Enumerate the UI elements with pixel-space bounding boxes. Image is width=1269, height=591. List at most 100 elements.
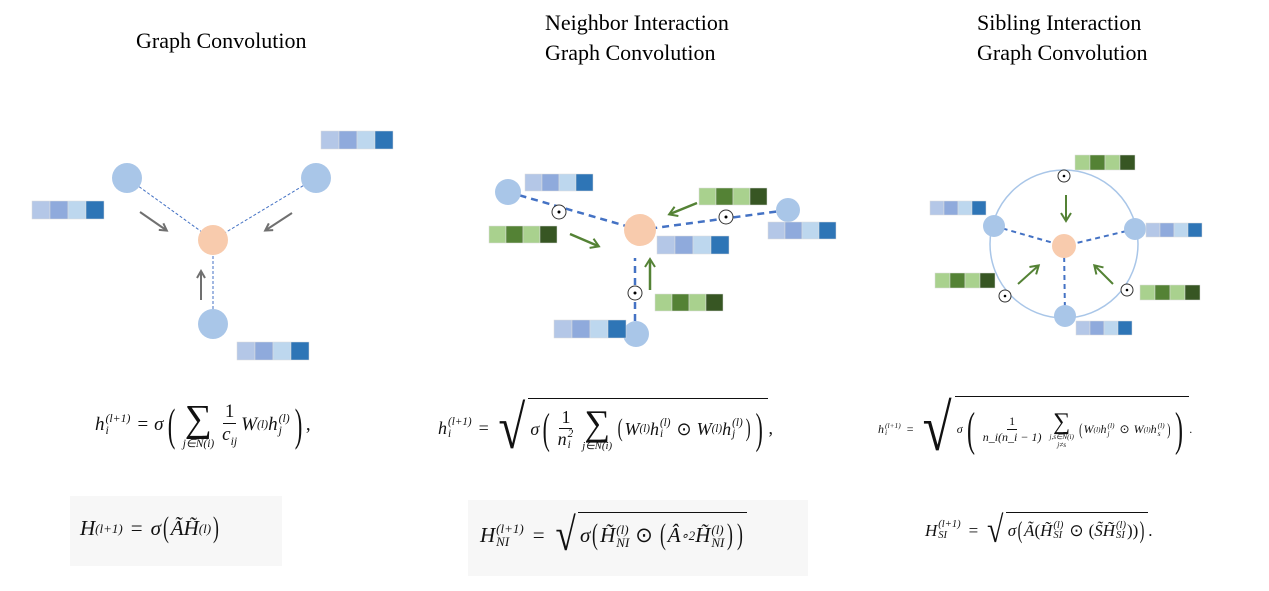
vector-cell [1187, 222, 1203, 238]
edge [639, 208, 789, 232]
blue-feature-vector [524, 173, 594, 192]
center-node [198, 225, 228, 255]
green-feature-vector [654, 293, 724, 312]
green-feature-vector [1139, 284, 1201, 301]
vector-cell [1089, 320, 1105, 336]
vector-cell [1184, 284, 1201, 301]
vector-cell [1104, 154, 1121, 171]
vector-cell [654, 293, 673, 312]
green-feature-vector [934, 272, 996, 289]
edge [993, 225, 1065, 247]
vector-cell [541, 173, 560, 192]
panel-neighbor-interaction [495, 179, 800, 347]
vector-cell [49, 200, 69, 220]
neighbor-node [495, 179, 521, 205]
vector-cell [688, 293, 707, 312]
hadamard-product-icon [551, 204, 567, 220]
blue-feature-vector [320, 130, 394, 150]
center-node [624, 214, 656, 246]
vector-cell [320, 130, 340, 150]
formula-box [70, 496, 282, 566]
vector-cell [1117, 320, 1133, 336]
vector-cell [656, 235, 676, 255]
vector-cell [732, 187, 751, 206]
blue-feature-vector [236, 341, 310, 361]
vector-cell [571, 319, 591, 339]
vector-cell [356, 130, 376, 150]
vector-cell [254, 341, 274, 361]
neighbor-node [198, 309, 228, 339]
green-arrow-icon [1017, 264, 1041, 285]
vector-cell [1139, 284, 1156, 301]
blue-feature-vector [767, 221, 837, 240]
neighbor-node [301, 163, 331, 193]
edge [212, 177, 317, 241]
vector-cell [272, 341, 292, 361]
vector-cell [1145, 222, 1161, 238]
vector-cell [692, 235, 712, 255]
vector-cell [539, 225, 558, 244]
vector-cell [488, 225, 507, 244]
vector-cell [1169, 284, 1186, 301]
title-line: Graph Convolution [545, 40, 716, 65]
neighbor-node [1054, 305, 1076, 327]
hadamard-product-icon [627, 285, 643, 301]
vector-cell [1119, 154, 1136, 171]
vector-cell [236, 341, 256, 361]
vector-cell [1103, 320, 1119, 336]
panel-graph-convolution [112, 163, 331, 339]
green-feature-vector [488, 225, 558, 244]
vector-cell [1074, 154, 1091, 171]
vector-cell [671, 293, 690, 312]
green-feature-vector [1074, 154, 1136, 171]
blue-feature-vector [929, 200, 987, 216]
vector-cell [949, 272, 966, 289]
vector-cell [710, 235, 730, 255]
vector-cell [801, 221, 820, 240]
hadamard-product-icon [718, 209, 734, 225]
title-line: Sibling Interaction [977, 10, 1142, 35]
title-line: Graph Convolution [977, 40, 1148, 65]
neighbor-node [776, 198, 800, 222]
vector-cell [971, 200, 987, 216]
blue-feature-vector [656, 235, 730, 255]
vector-cell [85, 200, 105, 220]
vector-cell [1159, 222, 1175, 238]
vector-cell [1173, 222, 1189, 238]
neighbor-node [1124, 218, 1146, 240]
vector-cell [575, 173, 594, 192]
vector-cell [338, 130, 358, 150]
panel-title-graph-convolution: Graph Convolution [136, 26, 307, 56]
edge [126, 177, 214, 241]
blue-feature-vector [1145, 222, 1203, 238]
vector-cell [1075, 320, 1091, 336]
title-line: Graph Convolution [136, 28, 307, 53]
green-arrow-icon [1092, 263, 1114, 285]
vector-cell [67, 200, 87, 220]
vector-cell [964, 272, 981, 289]
vector-cell [674, 235, 694, 255]
vector-cell [767, 221, 786, 240]
hadamard-product-icon [1057, 169, 1071, 183]
formula-si-matrix: H(l+1)SI = √ σ( Ã(H̃(l)SI ⊙( S̃H̃(l)SI )… [925, 510, 1153, 551]
vector-cell [31, 200, 51, 220]
vector-cell [934, 272, 951, 289]
blue-feature-vector [1075, 320, 1133, 336]
vector-cell [589, 319, 609, 339]
edge [1063, 228, 1136, 247]
neighbor-node [623, 321, 649, 347]
blue-feature-vector [31, 200, 105, 220]
hadamard-product-icon [1120, 283, 1134, 297]
blue-feature-vector [553, 319, 627, 339]
vector-cell [943, 200, 959, 216]
hadamard-product-icon [998, 289, 1012, 303]
panel-sibling-interaction [983, 169, 1146, 327]
